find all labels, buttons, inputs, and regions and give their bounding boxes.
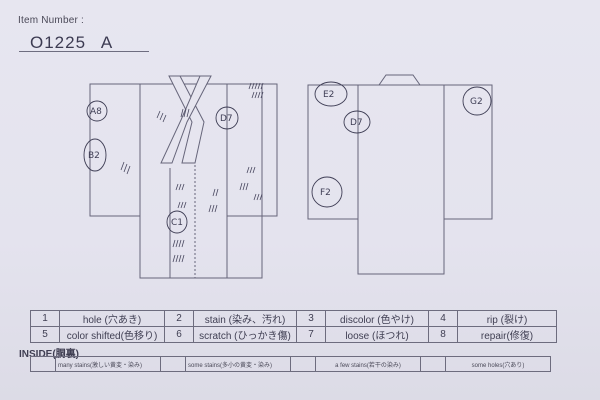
marker-d7-front: D7	[220, 114, 233, 124]
legend-label: scratch (ひっかき傷)	[193, 326, 297, 343]
legend-num: 3	[296, 310, 326, 327]
inside-row: many stains(激しい黄変・染み) some stains(多小の黄変・…	[30, 356, 551, 372]
inside-checkbox-some-holes[interactable]	[420, 356, 446, 372]
inside-checkbox-many-stains[interactable]	[30, 356, 56, 372]
marker-d7-back: D7	[350, 118, 363, 128]
inside-checkbox-some-stains[interactable]	[160, 356, 186, 372]
marker-a8: A8	[90, 107, 102, 117]
legend-label: loose (ほつれ)	[325, 326, 429, 343]
legend-label: rip (裂け)	[457, 310, 557, 327]
item-number-label: Item Number :	[18, 15, 84, 26]
marker-e2: E2	[323, 90, 334, 100]
marker-f2: F2	[320, 188, 331, 198]
legend-num: 2	[164, 310, 194, 327]
inside-checkbox-few-stains[interactable]	[290, 356, 316, 372]
legend-num: 5	[30, 326, 60, 343]
item-number-value: O1225 A	[30, 33, 114, 52]
legend-label: stain (染み、汚れ)	[193, 310, 297, 327]
inside-option-label: some holes(穴あり)	[445, 356, 551, 372]
marker-g2: G2	[470, 97, 483, 107]
legend-num: 7	[296, 326, 326, 343]
kimono-back-diagram: E2 D7 G2 F2	[307, 74, 493, 275]
inside-section-title: INSIDE(胴裏)	[19, 349, 79, 360]
legend-row: 5 color shifted(色移り) 6 scratch (ひっかき傷) 7…	[30, 326, 557, 343]
legend-num: 8	[428, 326, 458, 343]
item-number-underline	[19, 51, 149, 52]
legend-num: 4	[428, 310, 458, 327]
marker-b2: B2	[88, 151, 100, 161]
damage-legend-table: 1 hole (穴あき) 2 stain (染み、汚れ) 3 discolor …	[30, 310, 557, 343]
kimono-front-diagram: A8 B2 D7 C1	[83, 75, 278, 279]
legend-num: 6	[164, 326, 194, 343]
marker-c1: C1	[171, 218, 183, 228]
legend-num: 1	[30, 310, 60, 327]
inside-condition-table: many stains(激しい黄変・染み) some stains(多小の黄変・…	[30, 356, 551, 372]
inside-option-label: a few stains(若干の染み)	[315, 356, 421, 372]
legend-label: color shifted(色移り)	[59, 326, 165, 343]
legend-label: repair(修復)	[457, 326, 557, 343]
legend-row: 1 hole (穴あき) 2 stain (染み、汚れ) 3 discolor …	[30, 310, 557, 327]
legend-label: discolor (色やけ)	[325, 310, 429, 327]
legend-label: hole (穴あき)	[59, 310, 165, 327]
inside-option-label: some stains(多小の黄変・染み)	[185, 356, 291, 372]
inside-option-label: many stains(激しい黄変・染み)	[55, 356, 161, 372]
